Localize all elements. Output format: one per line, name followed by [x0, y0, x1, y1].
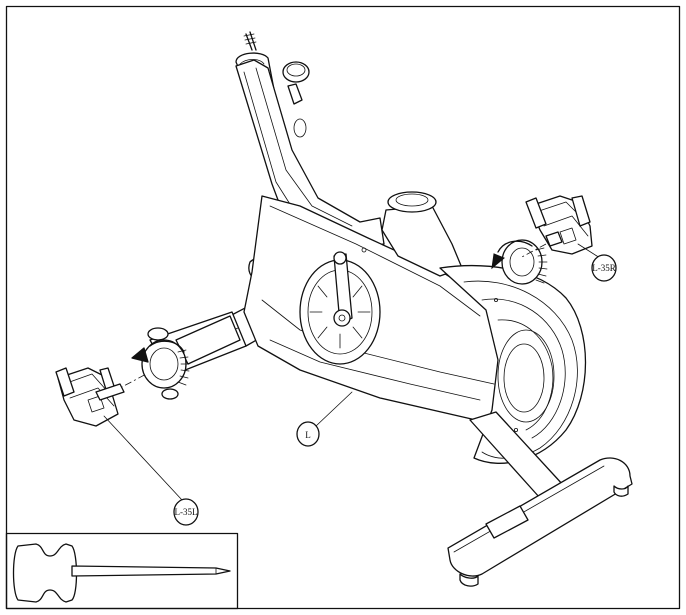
left-pedal — [55, 367, 125, 427]
tool-inset — [5, 532, 239, 610]
callout-right-pedal-label: L-35R — [592, 263, 616, 273]
right-rotation-arrow-icon — [497, 240, 533, 253]
pedal-wrench-icon — [12, 543, 231, 603]
crank-spokes — [309, 275, 371, 349]
left-rotation-arrow-icon — [149, 340, 185, 353]
callout-left-pedal — [173, 498, 199, 526]
page-border — [5, 5, 681, 610]
callout-frame-label: L — [305, 430, 311, 440]
callout-left-pedal-label: L-35L — [175, 507, 198, 517]
tool-inset-frame — [5, 532, 239, 610]
seat-knob — [282, 61, 310, 138]
right-pedal-assembly: L-35R — [491, 195, 617, 285]
front-stabilizer — [447, 411, 633, 587]
frame-callout-group: L — [296, 391, 353, 447]
crank-disc — [299, 247, 381, 365]
right-pedal — [525, 195, 593, 255]
left-pedal-assembly: L-35L — [55, 315, 241, 526]
callout-frame — [296, 421, 320, 447]
bike-frame — [149, 31, 633, 587]
callout-right-pedal — [591, 254, 617, 282]
